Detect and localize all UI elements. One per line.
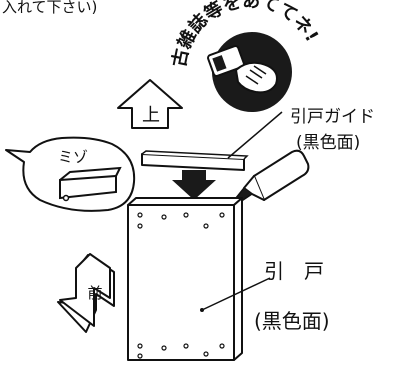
groove-label: ミゾ (58, 148, 88, 166)
door-label-line2: (黒色面) (254, 309, 330, 333)
up-label: 上 (142, 105, 160, 126)
glue-tube-icon (233, 149, 310, 207)
front-arrow-icon: 前 (57, 253, 115, 333)
up-arrow-icon: 上 (117, 79, 183, 129)
door-label-line1: 引 戸 (264, 259, 324, 283)
door-guide-rail (141, 150, 249, 171)
guide-label-line1: 引戸ガイド (290, 107, 375, 127)
top-note: 入れて下さい) (2, 0, 97, 16)
door-leader-line (201, 277, 271, 311)
groove-callout: ミゾ (5, 136, 136, 212)
hand-icon (234, 61, 278, 94)
guide-leader-line (227, 111, 283, 159)
guide-label-line2: (黒色面) (296, 133, 360, 153)
front-label: 前 (87, 284, 102, 302)
sliding-door-panel (127, 197, 243, 361)
hammer-badge: 古雑誌等をあててネ! (168, 0, 322, 112)
hammer-icon (207, 45, 245, 77)
down-arrow-icon (172, 170, 216, 200)
